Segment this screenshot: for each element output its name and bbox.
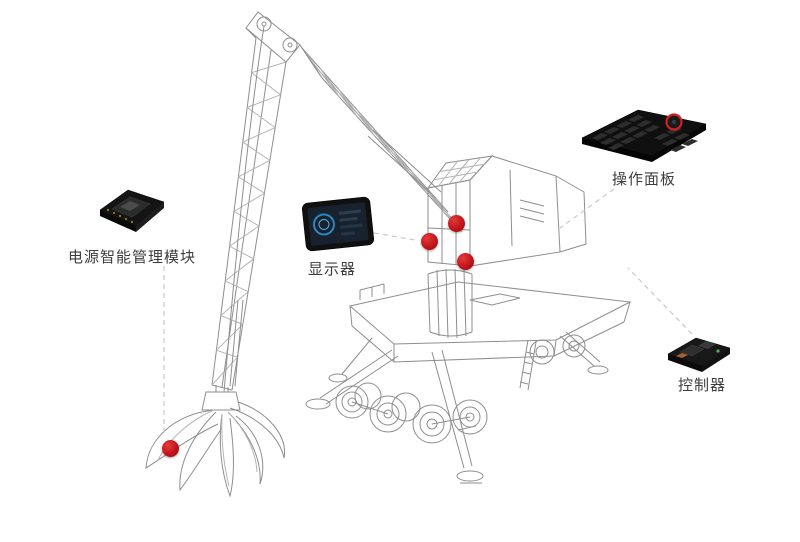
tablet-display-icon	[301, 196, 375, 252]
boom-apex-machinery	[223, 11, 442, 393]
outriggers	[305, 331, 609, 484]
keyboard-panel-icon	[581, 109, 707, 162]
connector-control-panel	[559, 188, 615, 229]
label-display: 显示器	[308, 261, 357, 278]
connector-display	[373, 232, 416, 241]
wheels	[335, 334, 586, 444]
deck-platform	[348, 281, 632, 391]
cab-structure	[426, 155, 587, 267]
hotspot-control-panel[interactable]	[448, 215, 465, 232]
controller-module-icon	[667, 337, 731, 372]
label-control-panel: 操作面板	[612, 171, 677, 188]
hotspot-power-module[interactable]	[162, 440, 179, 457]
grab-claw	[145, 299, 285, 498]
stick-bracing	[211, 61, 287, 386]
cab-roof-grid	[433, 157, 485, 187]
hotspot-display[interactable]	[421, 233, 438, 250]
power-module-image	[92, 180, 172, 238]
connector-controller	[627, 267, 693, 335]
connector-lines	[163, 188, 693, 437]
hotspot-controller[interactable]	[457, 253, 474, 270]
label-power-module: 电源智能管理模块	[68, 249, 197, 266]
control-panel-image	[578, 98, 710, 166]
label-controller: 控制器	[678, 377, 727, 394]
chip-module-icon	[99, 189, 165, 232]
riser-cylinder	[427, 268, 473, 339]
controller-image	[662, 326, 736, 376]
display-image	[297, 190, 379, 258]
